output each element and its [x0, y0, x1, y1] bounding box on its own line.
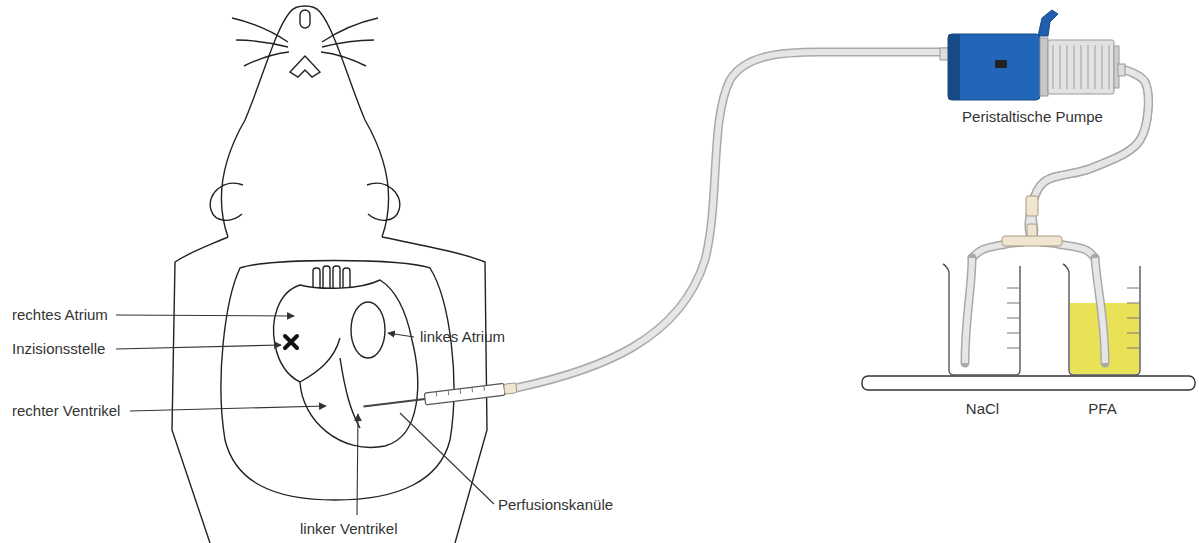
motor-fin	[1066, 45, 1068, 89]
leader-line	[357, 414, 358, 515]
motor-fin	[1052, 45, 1054, 89]
leader-line	[116, 315, 294, 316]
leader-line	[116, 345, 281, 349]
tube-outline	[1029, 70, 1148, 258]
graduation	[1007, 288, 1020, 289]
part-label: linkes Atrium	[420, 328, 505, 346]
part-label: linker Ventrikel	[300, 520, 398, 538]
motor-fin	[1080, 45, 1082, 89]
heart-outline	[274, 280, 418, 447]
luer-hub	[504, 383, 517, 394]
node-label: PFA	[1055, 400, 1150, 418]
whiskers	[232, 18, 289, 66]
pump-switch	[995, 60, 1007, 68]
motor-fin	[1087, 45, 1089, 89]
tube-outline	[965, 258, 972, 363]
beaker-icon	[1055, 258, 1150, 400]
graduation	[436, 386, 484, 397]
leader-line	[388, 333, 414, 337]
graduation	[1127, 318, 1140, 319]
motor-fin	[1108, 45, 1110, 89]
left-atrium	[351, 302, 385, 358]
graduation	[1127, 288, 1140, 289]
thorax-opening	[221, 261, 454, 501]
mouse-head	[222, 6, 389, 237]
graduation	[1007, 348, 1020, 349]
node-label: NaCl	[935, 400, 1030, 418]
incision-mark	[285, 336, 297, 348]
beaker-outline	[1063, 264, 1140, 375]
mouse-outline	[172, 6, 487, 543]
tube-outline	[1095, 258, 1105, 363]
syringe-barrel	[424, 383, 505, 405]
beaker-outline	[943, 264, 1020, 375]
part-label: rechtes Atrium	[12, 306, 108, 324]
motor-fin	[1101, 45, 1103, 89]
motor-fin	[1094, 45, 1096, 89]
incision-cross	[285, 336, 297, 348]
tube-connector	[1029, 70, 1148, 258]
pump-handle	[1038, 10, 1058, 36]
pump-outlet	[1118, 64, 1125, 76]
graduation	[1127, 303, 1140, 304]
shelf	[862, 376, 1195, 390]
needle	[363, 399, 425, 407]
tube	[516, 52, 950, 388]
part-label: Perfusionskanüle	[498, 496, 613, 514]
pump-icon	[940, 8, 1125, 108]
graduation	[1127, 333, 1140, 334]
pump-body	[948, 34, 1040, 100]
mouse-mouth	[290, 56, 320, 77]
mouse-ear	[210, 183, 243, 220]
mouse-nose	[300, 10, 310, 28]
motor-fin	[1059, 45, 1061, 89]
pump-collar	[1040, 38, 1048, 96]
graduation	[1007, 333, 1020, 334]
graduation	[1127, 348, 1140, 349]
beaker-icon	[935, 258, 1030, 400]
tube-outline	[516, 52, 950, 388]
mouse-body	[172, 237, 228, 543]
ventricle-border	[300, 338, 340, 382]
tube	[965, 258, 972, 363]
syringe	[363, 382, 517, 413]
pump-front	[948, 34, 960, 100]
beaker: PFA	[1055, 258, 1150, 422]
mouse-ear	[367, 183, 400, 220]
pump-motor	[1048, 40, 1114, 94]
pump-unit: Peristaltische Pumpe	[940, 8, 1125, 130]
motor-fin	[1073, 45, 1075, 89]
heart	[274, 266, 418, 447]
part-label: Inzisionsstelle	[12, 340, 105, 358]
graduation	[1007, 303, 1020, 304]
tube	[1095, 258, 1105, 363]
graduation	[1007, 318, 1020, 319]
y-connector	[1002, 236, 1062, 246]
leader-line	[400, 413, 494, 504]
node-label: Peristaltische Pumpe	[940, 108, 1125, 126]
whiskers	[321, 18, 378, 66]
beaker-ground	[943, 264, 1020, 375]
beaker: NaCl	[935, 258, 1030, 422]
leader-line	[130, 406, 326, 411]
tube-connector	[1026, 196, 1038, 216]
septum	[340, 358, 360, 428]
part-label: rechter Ventrikel	[12, 402, 120, 420]
